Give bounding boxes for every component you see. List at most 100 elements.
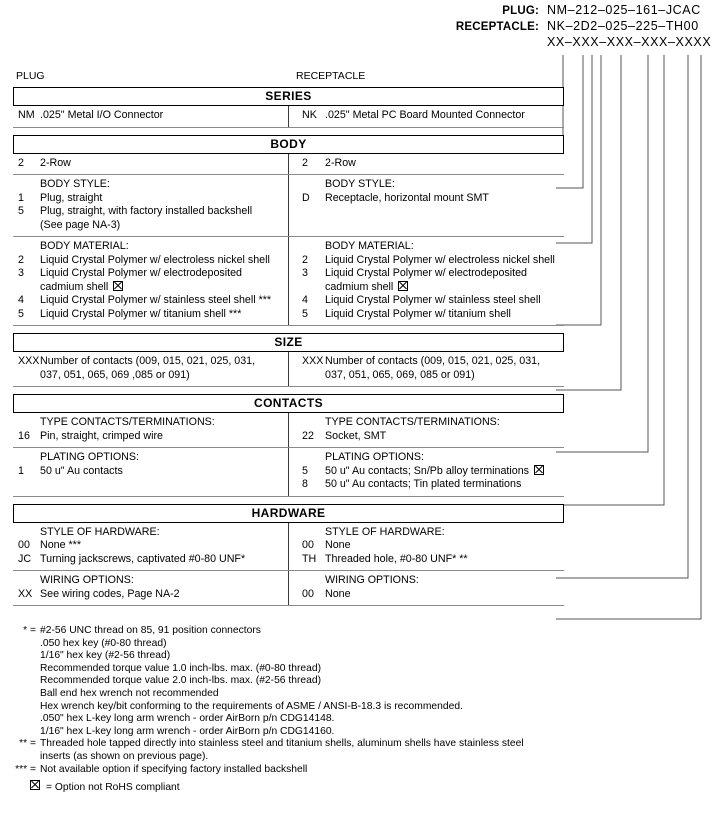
section-spacer [13,387,564,394]
option-code: 22 [302,429,314,442]
option-description-text: Liquid Crystal Polymer w/ electroless ni… [40,253,270,266]
option-cell-left: NM .025" Metal I/O Connector [13,106,288,127]
option-description: (See page NA-3) [40,219,288,233]
section-title-hardware: HARDWARE [13,503,564,523]
footnote-marker: *** = [15,763,36,775]
footnote-marker [10,675,40,688]
option-code: 2 [18,253,24,266]
option-code: NM [18,109,35,121]
mask-part-number-row: XX–XXX–XXX–XXX–XXXX [0,34,717,50]
option-code: 1 [18,464,24,477]
option-code [289,281,325,295]
option-code: 00 [18,539,30,551]
option-description-text: Plug, straight [40,191,103,204]
option-line: 00 None [289,539,564,553]
option-description-text: Pin, straight, crimped wire [40,429,163,442]
option-description: See wiring codes, Page NA-2 [40,588,288,602]
option-code: 1 [18,191,24,204]
footnote-text: Threaded hole tapped directly into stain… [40,738,524,750]
option-group-label: STYLE OF HARDWARE: [40,525,160,538]
option-code: 4 [302,294,308,306]
option-description: Liquid Crystal Polymer w/ electrodeposit… [325,267,564,281]
option-code: XXX [302,355,324,367]
footnote-marker [10,650,40,663]
option-description: Liquid Crystal Polymer w/ titanium shell [325,308,564,322]
option-group-label: PLATING OPTIONS: [40,451,139,463]
receptacle-part-number-row: RECEPTACLE: NK–2D2–025–225–TH00 [0,18,717,34]
option-description: .025" Metal I/O Connector [40,109,288,123]
option-description-text: Plug, straight, with factory installed b… [40,205,253,217]
footnote-line: .050" hex L-key long arm wrench - order … [10,713,610,726]
option-description-text: 2-Row [325,156,356,169]
plug-part-number: NM–212–025–161–JCAC [547,3,701,17]
footnote-line: Recommended torque value 2.0 inch-lbs. m… [10,675,610,688]
footnote-text: Recommended torque value 1.0 inch-lbs. m… [40,662,322,674]
option-code: 5 [18,205,24,217]
option-code: 2 [18,156,24,169]
rohs-x-box-icon [398,280,409,291]
option-code [13,219,40,233]
option-line: 5 Plug, straight, with factory installed … [13,205,288,219]
option-code: XXX [18,355,40,367]
option-description: Threaded hole, #0-80 UNF* ** [325,553,564,567]
option-description-text: 50 u" Au contacts; Tin plated terminatio… [325,478,522,490]
option-code: 5 [302,464,308,477]
footnote-marker [10,688,40,701]
option-cell-right: NK.025" Metal PC Board Mounted Connector [288,106,564,127]
option-description: Plug, straight, with factory installed b… [40,205,288,219]
rohs-x-box-icon [30,780,40,791]
option-description-text: Liquid Crystal Polymer w/ electrodeposit… [325,267,527,279]
rohs-x-box-icon [534,464,545,475]
option-code: 5 [302,307,308,320]
option-code: 5 [18,307,24,320]
column-headers: PLUG RECEPTACLE [13,70,564,87]
footnote-line: 1/16" hex key (#2-56 thread) [10,650,610,663]
plug-label: PLUG: [502,5,539,17]
footnote-marker [10,638,40,651]
option-line: 2 Liquid Crystal Polymer w/ electroless n… [13,254,288,268]
option-line: (See page NA-3) [13,219,288,233]
footnote-text: Not available option if specifying facto… [40,763,308,775]
option-line: 1 Plug, straight [13,192,288,206]
column-header-plug: PLUG [16,70,45,82]
option-description-text: Liquid Crystal Polymer w/ stainless stee… [40,294,272,306]
option-description-text: Number of contacts (009, 015, 021, 025, … [40,355,256,367]
option-description-text: None [325,539,351,551]
option-group-label: TYPE CONTACTS/TERMINATIONS: [40,416,215,428]
option-description-text: 50 u" Au contacts [40,464,123,477]
footnote-text: Ball end hex wrench not recommended [40,687,219,699]
plug-part-number-row: PLUG: NM–212–025–161–JCAC [0,2,717,18]
footnote-text: .050 hex key (#0-80 thread) [40,637,167,649]
footnote-line: .050 hex key (#0-80 thread) [10,638,610,651]
option-code [13,281,40,295]
option-line: 037, 051, 065, 069, 085 or 091) [289,369,564,383]
rohs-legend: = Option not RoHS compliant [10,780,610,795]
option-description-text: .025" Metal I/O Connector [40,109,164,121]
option-code: 00 [302,539,314,551]
option-line: NK.025" Metal PC Board Mounted Connector [289,109,564,123]
section-title-body: BODY [13,134,564,154]
option-description-text: cadmium shell [40,280,109,293]
option-description-text: Receptacle, horizontal mount SMT [325,191,489,204]
option-group-label: BODY STYLE: [325,178,395,190]
option-description-text: See wiring codes, Page NA-2 [40,587,180,600]
option-description-text: Liquid Crystal Polymer w/ titanium shell… [40,307,242,320]
option-description: Liquid Crystal Polymer w/ electrodeposit… [40,267,288,281]
option-description: Liquid Crystal Polymer w/ stainless stee… [325,294,564,308]
option-code: XX [18,587,33,600]
option-description: 2-Row [325,157,564,171]
